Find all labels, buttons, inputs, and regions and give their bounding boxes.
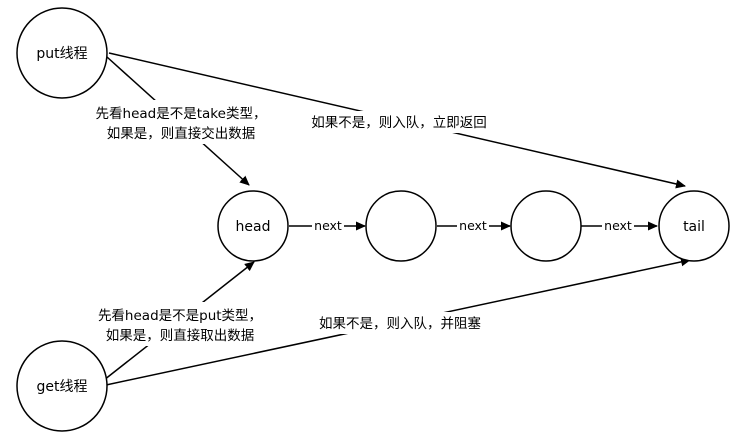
next-label-3: next: [604, 218, 632, 233]
middle-node-2: [510, 190, 582, 262]
get-to-tail-label: 如果不是，则入队，并阻塞: [319, 315, 481, 332]
put-to-tail-label: 如果不是，则入队，立即返回: [311, 115, 487, 131]
put-to-head-label-line2: 如果是，则直接交出数据: [107, 125, 256, 142]
get-thread-label: get线程: [37, 379, 88, 395]
get-to-head-label-line2: 如果是，则直接取出数据: [106, 327, 255, 344]
next-label-1: next: [314, 218, 342, 233]
put-to-head-label-line1: 先看head是不是take类型，: [96, 106, 267, 122]
head-node-label: head: [236, 219, 271, 235]
middle-node-1: [365, 190, 437, 262]
head-node: head: [217, 190, 289, 262]
tail-node: tail: [658, 190, 730, 262]
put-thread-node: put线程: [16, 7, 108, 99]
get-to-head-label-line1: 先看head是不是put类型，: [98, 308, 262, 324]
next-label-2: next: [459, 218, 487, 233]
tail-node-label: tail: [683, 219, 705, 235]
put-thread-label: put线程: [36, 46, 87, 62]
get-thread-node: get线程: [16, 340, 108, 432]
